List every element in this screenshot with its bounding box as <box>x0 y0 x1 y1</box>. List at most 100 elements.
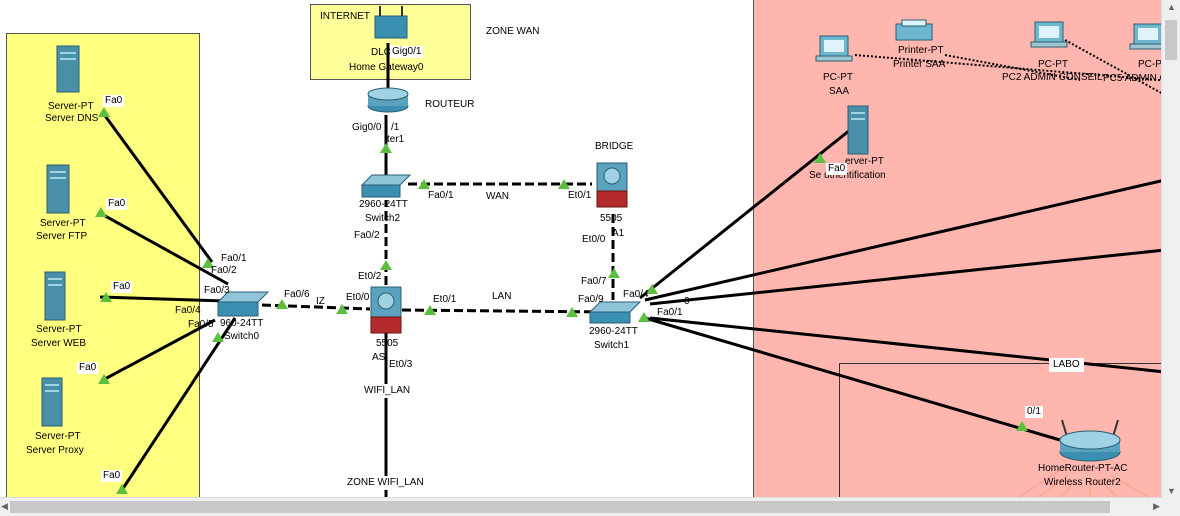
asa-bridge-type[interactable]: 5505 <box>600 213 623 224</box>
server-icon <box>46 164 70 214</box>
scroll-right-icon[interactable]: ▶ <box>1153 501 1160 511</box>
link-switch1-east2 <box>649 248 1166 306</box>
vertical-scroll-thumb[interactable] <box>1165 20 1177 60</box>
port-label: Fa0/1 <box>428 190 454 201</box>
server-icon <box>41 377 63 427</box>
pc-icon <box>1030 21 1068 48</box>
port-label: Gig0/1 <box>390 46 424 58</box>
port-label: Fa0/3 <box>204 285 230 296</box>
link-switch1-east1 <box>644 178 1166 302</box>
gateway-name[interactable]: Home Gateway0 <box>349 62 424 73</box>
status-arrow <box>380 260 392 270</box>
router1-name[interactable]: ter1 <box>387 134 405 145</box>
bridge-label: BRIDGE <box>591 140 638 154</box>
horizontal-scrollbar[interactable]: ◀ ▶ <box>0 497 1162 516</box>
server-proxy-name[interactable]: Server Proxy <box>26 445 84 456</box>
link-web-switch0 <box>99 295 226 303</box>
pc-icon <box>815 35 853 62</box>
port-label: Fa0/1 <box>221 253 247 264</box>
scroll-down-icon[interactable]: ▼ <box>1167 486 1176 496</box>
port-label: Fa0 <box>111 281 133 293</box>
port-label: Fa0/4 <box>175 305 201 316</box>
zone-wifi-label: ZONE WIFI_LAN <box>343 476 428 490</box>
printer-name[interactable]: Printer SAA <box>893 59 946 70</box>
switch-icon <box>588 301 642 324</box>
switch-icon <box>360 174 412 198</box>
vertical-scrollbar[interactable]: ▲ ▼ <box>1161 0 1180 498</box>
printer-type[interactable]: Printer-PT <box>898 45 944 56</box>
switch2-type[interactable]: 2960-24TT <box>359 199 408 210</box>
server-dns-type[interactable]: Server-PT <box>48 101 94 112</box>
link-switch1-east3 <box>649 316 1166 374</box>
switch-icon <box>216 291 270 317</box>
pc-saa-name[interactable]: SAA <box>829 86 850 97</box>
pc-admin-name[interactable]: PC5 ADMIN C <box>1103 73 1162 84</box>
port-label: Fa0/7 <box>581 276 607 287</box>
firewall-icon <box>596 162 628 208</box>
status-arrow <box>116 484 128 494</box>
status-arrow <box>100 292 112 302</box>
port-label: Et0/0 <box>346 292 370 303</box>
switch0-name[interactable]: Switch0 <box>224 331 260 342</box>
server-proxy-type[interactable]: Server-PT <box>35 431 81 442</box>
wireless-router-name[interactable]: Wireless Router2 <box>1044 477 1121 488</box>
firewall-icon <box>370 286 402 334</box>
pc-admin-type[interactable]: PC-PT <box>1138 59 1168 70</box>
port-label: Fa0/2 <box>211 265 237 276</box>
switch1-type[interactable]: 2960-24TT <box>589 326 638 337</box>
link-proxy-switch0 <box>102 318 216 382</box>
asa-main-type[interactable]: 5505 <box>376 338 399 349</box>
status-arrow <box>1016 421 1028 431</box>
server-icon <box>44 271 66 321</box>
server-dns-name[interactable]: Server DNS <box>45 113 99 124</box>
pc-saa-type[interactable]: PC-PT <box>823 72 853 83</box>
scroll-left-icon[interactable]: ◀ <box>1 501 8 511</box>
wireless-router-icon <box>1059 419 1121 462</box>
gateway-type[interactable]: DLC <box>371 47 392 58</box>
pc-icon <box>1129 23 1163 50</box>
pc-admin-conseil-type[interactable]: PC-PT <box>1038 59 1068 70</box>
status-arrow <box>608 268 620 278</box>
printer-icon <box>895 19 933 41</box>
switch1-name[interactable]: Switch1 <box>594 340 630 351</box>
switch2-name[interactable]: Switch2 <box>365 213 401 224</box>
server-ftp-name[interactable]: Server FTP <box>36 231 88 242</box>
wireless-router-type[interactable]: HomeRouter-PT-AC <box>1038 463 1128 474</box>
server-icon <box>56 45 80 93</box>
status-arrow <box>98 107 110 117</box>
server-web-name[interactable]: Server WEB <box>31 338 87 349</box>
server-auth-name[interactable]: Se uthentification <box>809 170 886 181</box>
server-ftp-type[interactable]: Server-PT <box>40 218 86 229</box>
status-arrow <box>212 332 224 342</box>
horizontal-scroll-thumb[interactable] <box>10 501 1110 513</box>
asa-bridge-name[interactable]: A1 <box>612 228 625 239</box>
router-icon <box>367 87 409 113</box>
dmz-link-fragment: IZ <box>316 296 325 307</box>
internet-label: INTERNET <box>320 11 370 22</box>
status-arrow <box>418 179 430 189</box>
lan-link-label: LAN <box>488 290 516 304</box>
server-auth-type[interactable]: erver-PT <box>845 156 884 167</box>
status-arrow <box>424 305 436 315</box>
port-label: Fa0 <box>103 95 125 107</box>
link-saa-printer <box>854 54 1161 81</box>
link-printer-pc <box>944 54 1081 81</box>
switch0-type[interactable]: 960-24TT <box>220 318 264 329</box>
link-pc-admin <box>1064 39 1166 96</box>
scroll-up-icon[interactable]: ▲ <box>1167 2 1176 12</box>
server-web-type[interactable]: Server-PT <box>36 324 82 335</box>
port-label: Fa0/6 <box>284 289 310 300</box>
status-arrow <box>638 312 650 322</box>
port-label: Fa0/5 <box>188 319 214 330</box>
link-bottom-switch0 <box>120 317 237 491</box>
port-label: Et0/0 <box>582 234 606 245</box>
pc-admin-conseil-name[interactable]: PC2 ADMIN CONSEIL <box>1002 72 1103 83</box>
server-icon <box>847 105 869 155</box>
asa-main-name[interactable]: AS <box>372 352 386 363</box>
port-label: Et0/2 <box>358 271 382 282</box>
port-label: Fa0/4 <box>623 289 649 300</box>
port-label: Fa0/9 <box>578 294 604 305</box>
link-switch1-auth <box>639 128 851 300</box>
